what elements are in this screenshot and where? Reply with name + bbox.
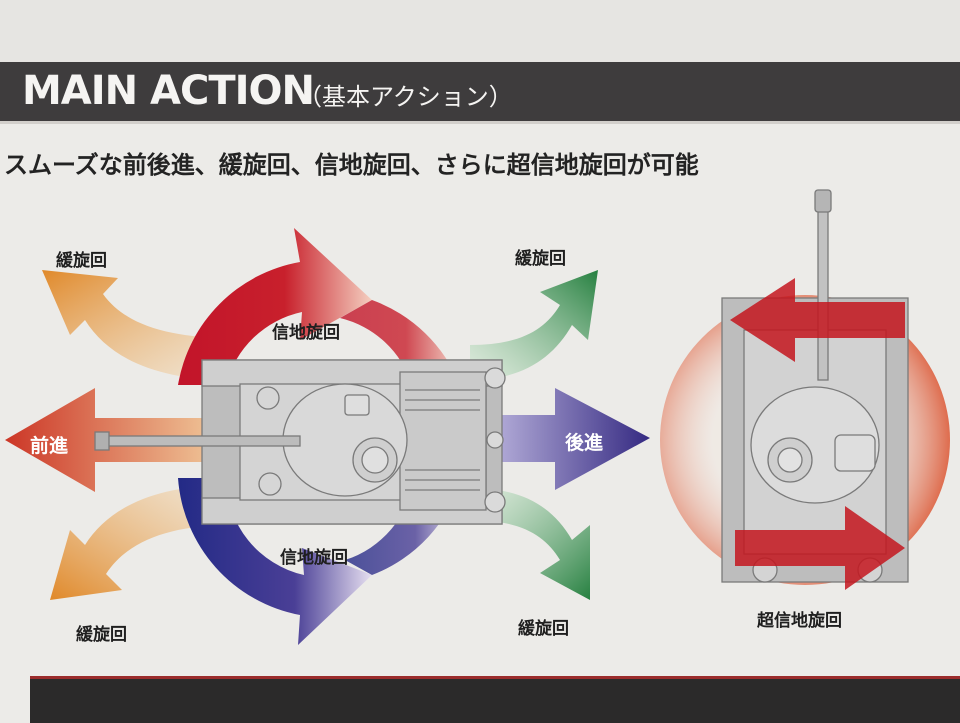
label-spin-turn: 超信地旋回	[757, 611, 842, 631]
label-gentle-turn-bottom-left: 緩旋回	[76, 625, 127, 645]
tank-top-view	[94, 359, 506, 525]
label-reverse: 後進	[565, 432, 604, 454]
top-background	[0, 0, 960, 62]
header-bar: MAIN ACTION （基本アクション）	[0, 62, 960, 124]
label-pivot-turn-top: 信地旋回	[272, 323, 340, 343]
tank-front-view	[721, 189, 909, 583]
label-gentle-turn-top-right: 緩旋回	[515, 249, 566, 269]
spin-turn-arrow-top	[730, 278, 905, 362]
spin-turn-arrow-bottom	[735, 506, 905, 590]
label-forward: 前進	[30, 435, 69, 457]
headline: スムーズな前後進、緩旋回、信地旋回、さらに超信地旋回が可能	[4, 151, 699, 179]
label-pivot-turn-bottom: 信地旋回	[280, 548, 348, 568]
page-title-japanese: （基本アクション）	[298, 83, 513, 111]
label-gentle-turn-bottom-right: 緩旋回	[518, 619, 569, 639]
pivot-turn-arrow-top	[178, 228, 372, 385]
page-title: MAIN ACTION	[22, 68, 315, 114]
reverse-arrow	[488, 388, 650, 490]
gentle-turn-arrow-top-right	[470, 270, 598, 380]
bottom-photo-strip	[30, 676, 960, 723]
gentle-turn-arrow-top-left	[42, 270, 232, 380]
label-gentle-turn-top-left: 緩旋回	[56, 251, 107, 271]
